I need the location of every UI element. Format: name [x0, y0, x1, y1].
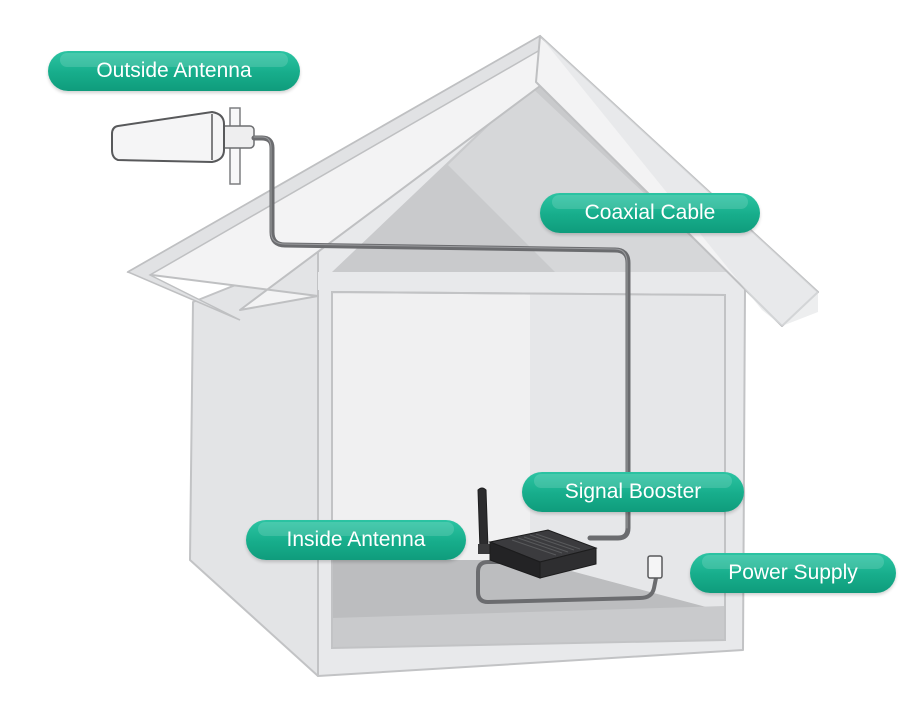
- coaxial-cable-label: Coaxial Cable: [540, 193, 760, 233]
- power-cable-line: [476, 560, 658, 604]
- signal-booster-vents: [511, 533, 581, 556]
- roof-right-edge: [540, 36, 818, 326]
- power-supply-icon: [647, 555, 663, 579]
- power-supply-label-text: Power Supply: [728, 561, 858, 584]
- coaxial-cable-highlight: [253, 136, 628, 529]
- outside-antenna-icon: [111, 110, 225, 164]
- inside-antenna-base: [478, 544, 490, 554]
- inside-antenna-icon: [477, 487, 489, 551]
- signal-booster-label-text: Signal Booster: [564, 480, 702, 503]
- coaxial-cable-label-text: Coaxial Cable: [584, 201, 716, 224]
- house-left-wall: [189, 251, 319, 677]
- room-floor-front: [332, 606, 725, 648]
- outside-antenna-label: Outside Antenna: [48, 51, 300, 91]
- roof-left-edge: [126, 34, 541, 321]
- signal-booster-side: [539, 547, 597, 579]
- signal-booster-label: Signal Booster: [522, 472, 744, 512]
- outside-antenna-label-text: Outside Antenna: [96, 59, 252, 82]
- attic-floor: [318, 272, 745, 290]
- inside-antenna-label-text: Inside Antenna: [286, 528, 426, 551]
- coaxial-cable-line: [251, 135, 631, 541]
- power-supply-label: Power Supply: [690, 553, 896, 593]
- inside-antenna-label: Inside Antenna: [246, 520, 466, 560]
